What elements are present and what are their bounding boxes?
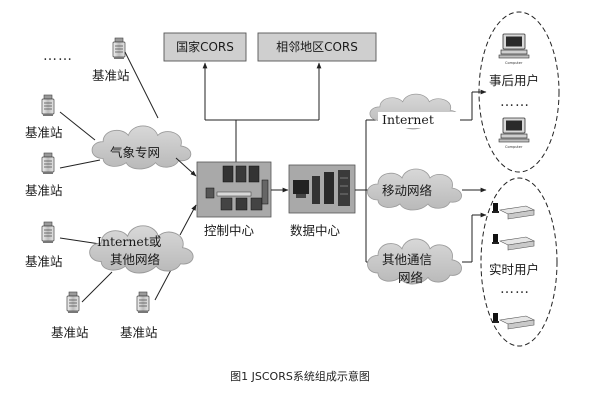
station-label: 基准站 (25, 254, 63, 269)
station-label: 基准站 (92, 68, 130, 83)
user-links (460, 89, 487, 263)
station-label: 基准站 (25, 183, 63, 198)
figure-caption: 图1 JSCORS系统组成示意图 (230, 369, 370, 383)
station-label: 基准站 (25, 125, 63, 140)
network-other-label: 其他网络 (110, 252, 161, 267)
national-cors-label: 国家CORS (176, 39, 234, 54)
station-ellipsis: …… (43, 48, 73, 64)
station-bottom-2: 基准站 (120, 291, 158, 340)
network-mobile-label: 移动网络 (382, 183, 433, 198)
data-center: 数据中心 (288, 164, 356, 238)
postprocess-user-label: 事后用户 (489, 73, 539, 88)
station-label: 基准站 (51, 325, 89, 340)
station-left-3: 基准站 (25, 221, 63, 269)
cors-links (202, 62, 322, 162)
data-center-label: 数据中心 (290, 223, 341, 238)
computer-caption: Computer (505, 145, 523, 149)
box-national-cors: 国家CORS (163, 32, 247, 62)
cloud-internet: Internet (369, 93, 460, 130)
group-realtime-users: 实时用户 …… (480, 177, 558, 347)
network-other-comm-label-2: 网络 (398, 270, 424, 285)
box-neighbor-cors: 相邻地区CORS (257, 32, 377, 62)
cloud-internet-other: Internet或 其他网络 (89, 225, 194, 274)
computer-caption: Computer (505, 61, 523, 65)
cloud-meteorological: 气象专网 (91, 125, 192, 170)
cloud-mobile: 移动网络 (367, 168, 462, 211)
realtime-user-label: 实时用户 (489, 262, 539, 277)
station-bottom-1: 基准站 (51, 291, 89, 340)
station-left-2: 基准站 (25, 152, 63, 198)
network-meteorological-label: 气象专网 (110, 145, 160, 160)
network-other-comm-label-1: 其他通信 (382, 252, 432, 267)
neighbor-cors-label: 相邻地区CORS (276, 40, 358, 54)
station-links (59, 51, 173, 303)
control-center-label: 控制中心 (204, 223, 255, 238)
group-postprocess-users: Computer 事后用户 …… Computer (478, 11, 560, 173)
station-top: 基准站 (92, 37, 130, 83)
control-center: 控制中心 (196, 161, 272, 238)
network-internet-label: Internet (382, 112, 434, 127)
postprocess-ellipsis: …… (500, 94, 530, 110)
station-left-1: 基准站 (25, 94, 63, 140)
network-internet-or-label: Internet或 (97, 234, 162, 249)
realtime-ellipsis: …… (500, 281, 530, 297)
cloud-other-comm: 其他通信 网络 (367, 238, 462, 285)
station-label: 基准站 (120, 325, 158, 340)
